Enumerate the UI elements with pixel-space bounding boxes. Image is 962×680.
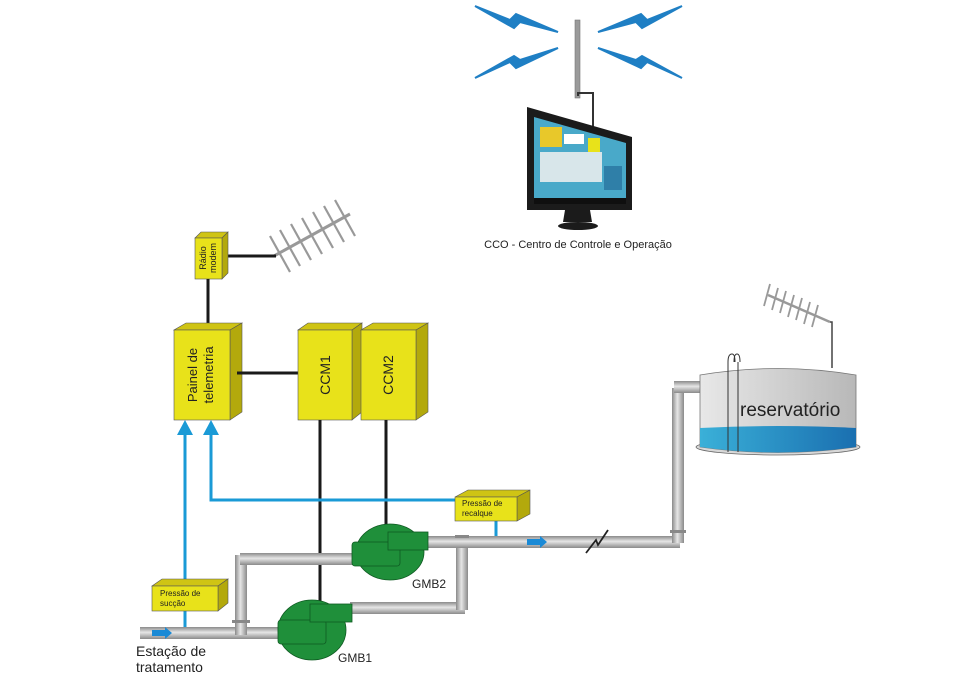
radio-modem-box: Rádio modem xyxy=(194,231,229,280)
pipe-network xyxy=(140,381,704,639)
ccm1-label: CCM1 xyxy=(317,355,333,395)
cco-label: CCO - Centro de Controle e Operação xyxy=(484,239,672,251)
discharge-pressure-label-1: Pressão de xyxy=(462,499,503,508)
suction-pressure-sensor: Pressão de sucção xyxy=(151,578,229,612)
flow-arrow-icon xyxy=(527,536,547,548)
radio-modem-label-1: Rádio xyxy=(198,246,208,270)
discharge-pressure-sensor: Pressão de recalque xyxy=(454,489,531,522)
signal-arrow-icon xyxy=(177,420,193,435)
cco-monitor-icon xyxy=(527,107,632,230)
telemetry-panel-label-2: telemetria xyxy=(201,346,216,404)
suction-pressure-label-2: sucção xyxy=(160,599,186,608)
source-label-1: Estação de xyxy=(136,643,206,659)
signal-arrow-icon xyxy=(203,420,219,435)
pump-gmb1-label: GMB1 xyxy=(338,651,372,665)
telemetry-panel-label-1: Painel de xyxy=(185,348,200,402)
ccm2-box: CCM2 xyxy=(359,322,430,421)
discharge-pressure-label-2: recalque xyxy=(462,509,493,518)
signal-lines xyxy=(183,432,498,628)
cco-antenna-icon xyxy=(574,19,581,99)
telemetry-panel-box: Painel de telemetria xyxy=(172,322,244,421)
flow-arrow-icon xyxy=(152,627,172,639)
suction-pressure-label-1: Pressão de xyxy=(160,589,201,598)
reservoir-tank-icon xyxy=(695,353,861,456)
source-label-2: tratamento xyxy=(136,659,203,675)
pump-gmb1-icon xyxy=(277,599,353,661)
ccm1-box: CCM1 xyxy=(297,322,363,421)
reservoir-antenna-icon xyxy=(763,283,831,328)
pump-gmb2-label: GMB2 xyxy=(412,577,446,591)
reservoir-label: reservatório xyxy=(740,400,840,421)
signal-bolts-icon xyxy=(474,5,683,79)
pump-gmb2-icon xyxy=(351,523,429,581)
radio-modem-label-2: modem xyxy=(208,243,218,273)
ccm2-label: CCM2 xyxy=(380,355,396,395)
yagi-antenna-icon xyxy=(269,199,356,273)
